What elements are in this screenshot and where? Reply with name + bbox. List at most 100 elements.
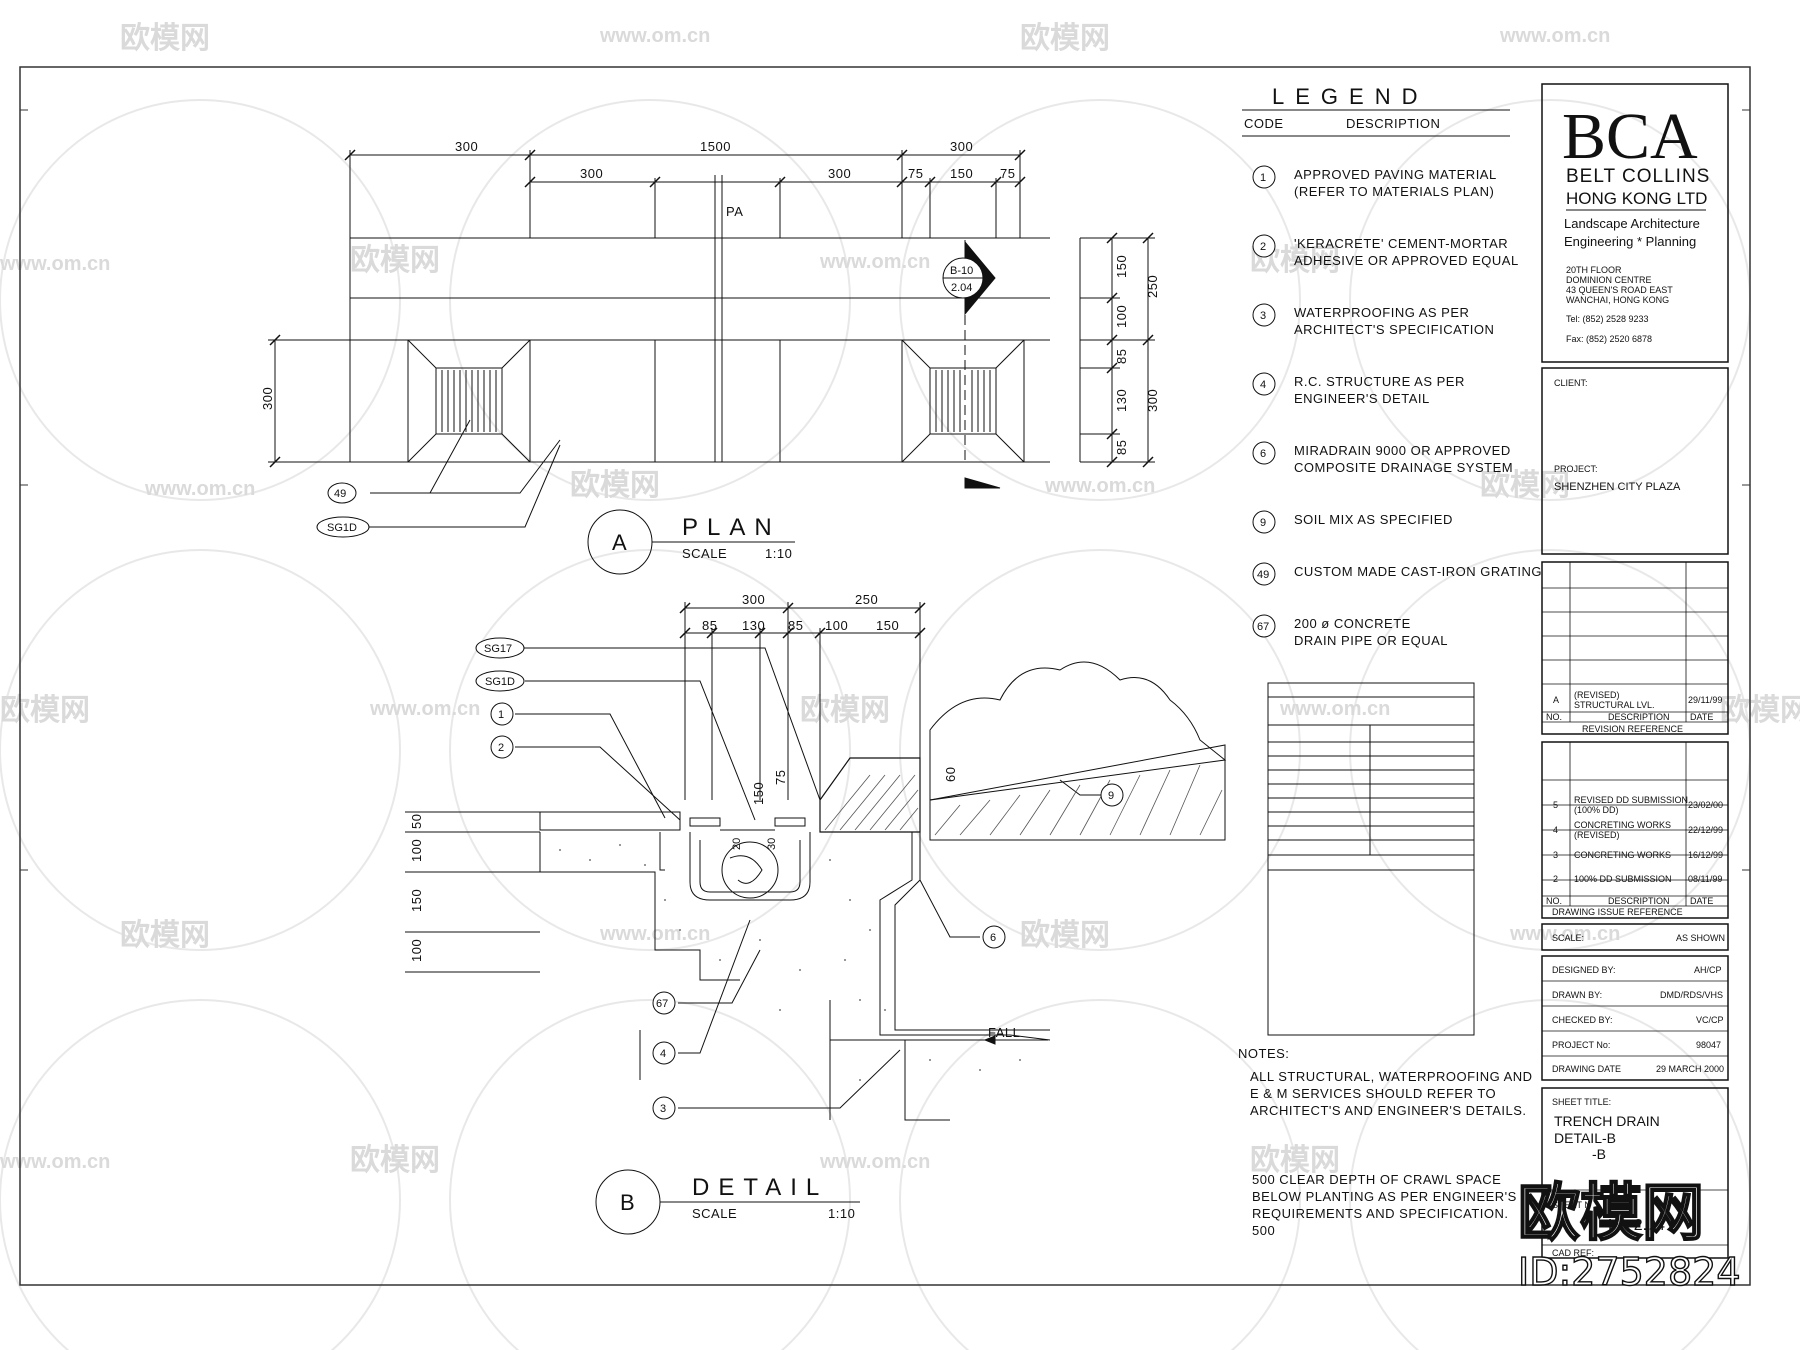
detail-dim-inner: 150 [751,782,766,805]
callout-9: 9 [1108,790,1114,802]
watermark-site: www.om.cn [599,25,710,47]
project-name: SHENZHEN CITY PLAZA [1554,481,1681,493]
address-line: 20TH FLOOR [1566,265,1622,275]
title-block: BCA BELT COLLINS HONG KONG LTD Landscape… [1546,100,1725,1258]
legend-description: WATERPROOFING AS PER [1294,305,1469,320]
issue-date: 23/02/00 [1688,800,1723,810]
legend-code: 9 [1260,517,1266,529]
designed-value: AH/CP [1694,965,1722,975]
plan-dim-right-outer: 250 [1145,275,1160,298]
plan-scale-label: SCALE [682,546,727,561]
date-value: 29 MARCH 2000 [1656,1064,1724,1074]
plan-dim-top: 300 [455,139,478,154]
watermark-brand: 欧模网 [800,694,890,727]
project-no-value: 98047 [1696,1040,1721,1050]
callout-2: 2 [498,742,504,754]
address-line: 43 QUEEN'S ROAD EAST [1566,285,1673,295]
legend-description: DRAIN PIPE OR EQUAL [1294,633,1448,648]
legend-description: SOIL MIX AS SPECIFIED [1294,512,1453,527]
discipline-2: Engineering * Planning [1564,234,1696,249]
notes: NOTES: ALL STRUCTURAL, WATERPROOFING AND… [1238,1046,1532,1238]
plan-dim-mid: 300 [580,166,603,181]
watermark-brand: 欧模网 [120,22,210,55]
plan-title: PLAN [682,514,781,541]
watermark-site: www.om.cn [0,253,110,275]
legend-description: COMPOSITE DRAINAGE SYSTEM [1294,460,1513,475]
tag-sg1d: SG1D [327,522,357,534]
issue-col-date: DATE [1690,896,1713,906]
sheet-title-label: SHEET TITLE: [1552,1097,1611,1107]
legend-code: 49 [1257,569,1269,581]
legend-code: 6 [1260,448,1266,460]
issue-desc: CONCRETING WORKS [1574,820,1671,830]
tag-49: 49 [334,488,346,500]
detail-dim-mid: 85 [788,618,803,633]
project-label: PROJECT: [1554,464,1598,474]
detail-dim-mid: 85 [702,618,717,633]
legend-code-circle [1252,510,1276,534]
plan-dim-right: 130 [1114,389,1129,412]
company-logo: BCA [1562,100,1698,173]
plan-dim-right: 85 [1114,349,1129,364]
watermark-site: www.om.cn [144,478,255,500]
watermark-site: www.om.cn [1509,923,1620,945]
plan-tags: 49 SG1D A PLAN SCALE 1:10 [316,444,792,561]
detail-marker: B [620,1190,635,1215]
sheet-title: -B [1592,1146,1606,1162]
watermark-brand: 欧模网 [0,694,90,727]
rev-col-desc: DESCRIPTION [1608,712,1670,722]
sheet-title: TRENCH DRAIN [1554,1113,1660,1129]
issue-title: DRAWING ISSUE REFERENCE [1552,907,1683,917]
legend-description: R.C. STRUCTURE AS PER [1294,374,1465,389]
watermark-id: ID:2752824 [1518,1250,1741,1294]
legend-code: 4 [1260,379,1266,391]
callout-sg1d: SG1D [485,676,515,688]
note-line: ARCHITECT'S AND ENGINEER'S DETAILS. [1250,1103,1527,1118]
issue-no: 2 [1553,874,1558,884]
address-line: WANCHAI, HONG KONG [1566,295,1669,305]
detail-dim-inner: 30 [766,838,778,850]
callout-67: 67 [656,998,668,1010]
detail-scale-label: SCALE [692,1206,737,1221]
plan-dim-top: 1500 [700,139,731,154]
grating-hatch [441,370,991,432]
watermark-overlay: 欧模网 ID:2752824 [1517,1175,1741,1295]
issue-desc: (REVISED) [1574,830,1620,840]
watermark-brand: 欧模网 [1020,22,1110,55]
legend-description: CUSTOM MADE CAST-IRON GRATING [1294,564,1542,579]
client-label: CLIENT: [1554,378,1588,388]
note-line: E & M SERVICES SHOULD REFER TO [1250,1086,1496,1101]
revision-desc: STRUCTURAL LVL. [1574,700,1655,710]
legend-description: ARCHITECT'S SPECIFICATION [1294,322,1494,337]
plan-dim-right-outer: 300 [1145,389,1160,412]
callout-6: 6 [990,932,996,944]
issue-date: 08/11/99 [1688,874,1722,884]
sheet-no-label: SHEET No. [1552,1200,1598,1210]
legend-code-circle [1252,303,1276,327]
revision-no: A [1553,695,1559,705]
watermark-site: www.om.cn [1044,475,1155,497]
legend-code-circle [1252,165,1276,189]
note-line: BELOW PLANTING AS PER ENGINEER'S [1252,1189,1517,1204]
legend-code-circle [1252,614,1276,638]
callout-3: 3 [660,1103,666,1115]
detail-hatching [824,764,1223,836]
watermark-brand-big: 欧模网 [1518,1176,1704,1249]
legend-code: 1 [1260,172,1266,184]
revision-grid [1542,562,1728,1246]
watermark-brand: 欧模网 [1020,919,1110,952]
watermark-layer: 欧模网 www.om.cn 欧模网 www.om.cn www.om.cn 欧模… [0,22,1800,1350]
detail-dim-mid: 150 [876,618,899,633]
plan-dim-left: 300 [260,387,275,410]
legend: LEGEND CODE DESCRIPTION [1242,84,1510,137]
rev-col-date: DATE [1690,712,1713,722]
checked-label: CHECKED BY: [1552,1015,1613,1025]
watermark-site: www.om.cn [1499,25,1610,47]
watermark-brand: 欧模网 [350,244,440,277]
legend-title: LEGEND [1272,84,1428,109]
issue-no: 5 [1553,800,1558,810]
issue-col-desc: DESCRIPTION [1608,896,1670,906]
plan-dim-mid: 150 [950,166,973,181]
